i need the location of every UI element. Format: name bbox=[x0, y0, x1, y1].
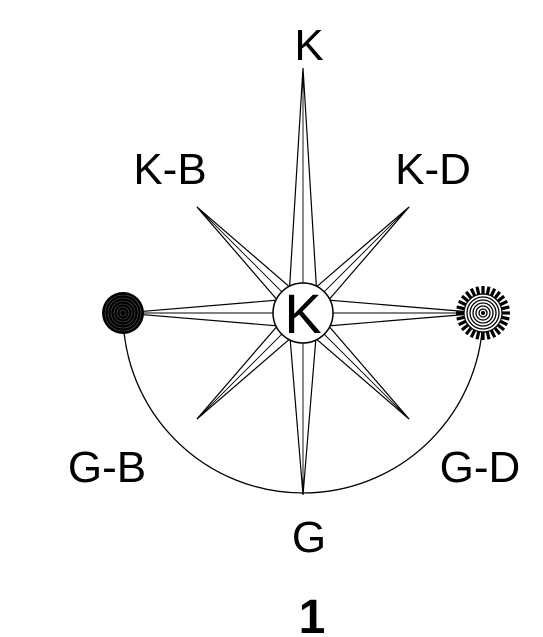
sunburst-concentric-circle-icon bbox=[456, 286, 510, 340]
label-bottom: G bbox=[292, 513, 326, 562]
label-top-left: K-B bbox=[133, 145, 206, 194]
label-top-right: K-D bbox=[395, 145, 471, 194]
label-top: K bbox=[294, 21, 323, 70]
filled-concentric-circle-icon bbox=[102, 292, 144, 334]
label-bottom-right: G-D bbox=[440, 443, 521, 492]
figure-number: 1 bbox=[299, 591, 326, 637]
label-center: K bbox=[284, 282, 321, 345]
label-bottom-left: G-B bbox=[68, 443, 146, 492]
